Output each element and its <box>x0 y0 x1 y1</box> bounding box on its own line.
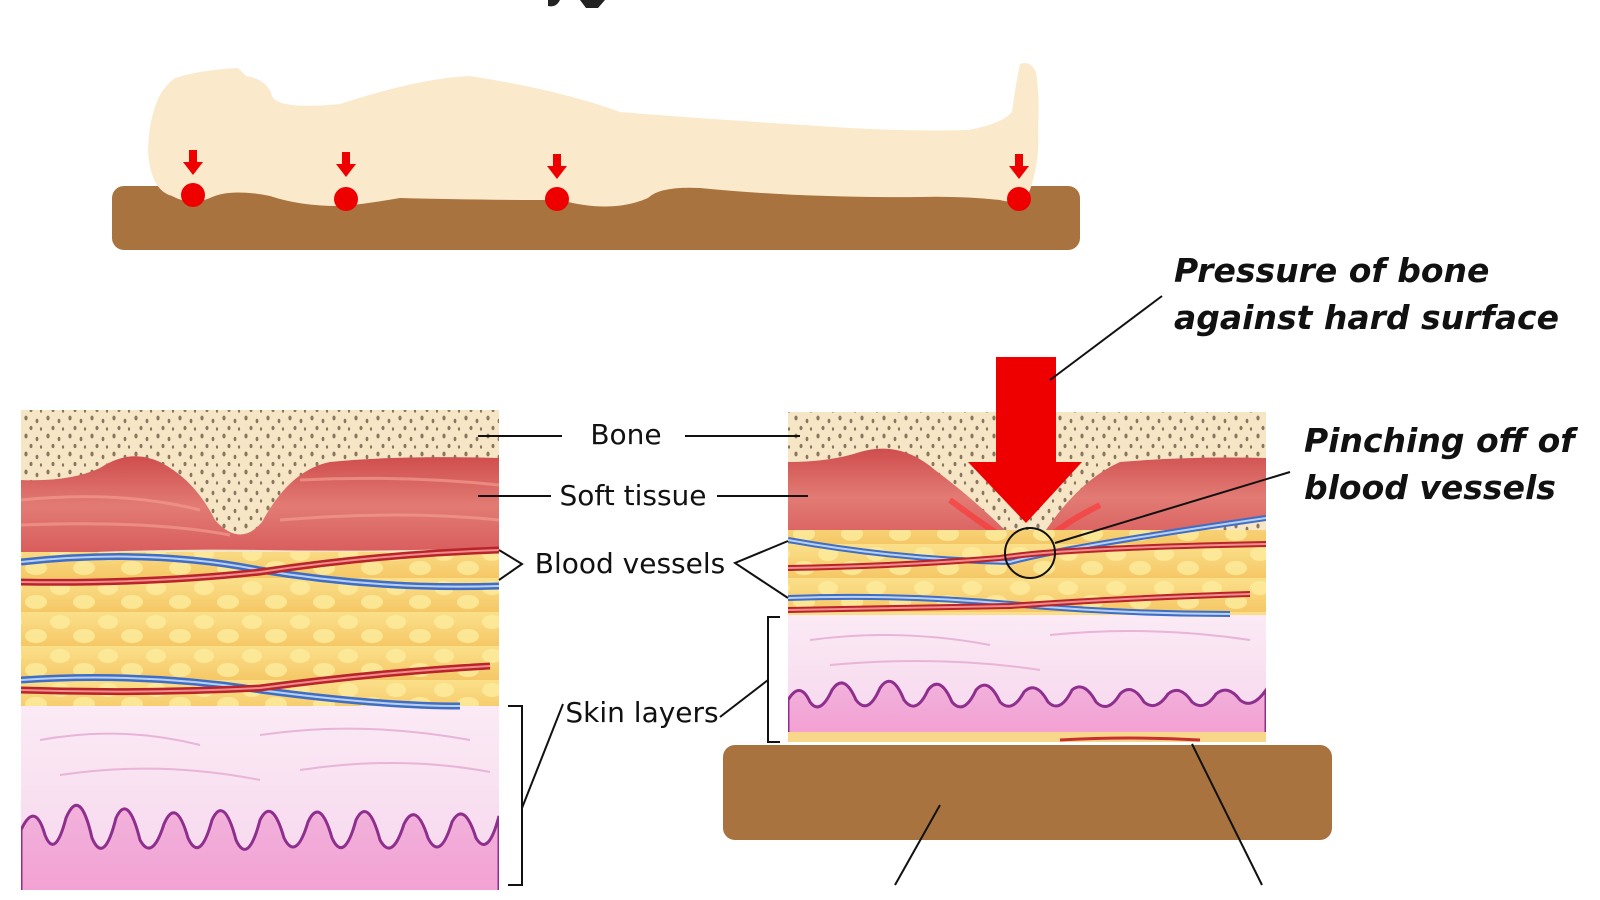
pressure-point-shoulder <box>334 152 358 211</box>
label-bone: Bone <box>590 418 661 451</box>
label-skin-layers: Skin layers <box>565 696 718 729</box>
pressure-point-hip <box>545 154 569 211</box>
pinch-indicator-circle <box>1004 527 1056 579</box>
pressure-point-head <box>181 150 205 207</box>
callout-pressure-line1: Pressure of bone <box>1174 251 1489 290</box>
label-blood-vessels: Blood vessels <box>535 547 726 580</box>
hard-surface <box>723 745 1332 840</box>
normal-tissue-cross-section <box>21 410 499 890</box>
callout-pinching-line2: blood vessels <box>1304 468 1556 507</box>
title-fragment <box>548 0 605 8</box>
lying-patient-illustration <box>112 63 1080 250</box>
dermis-wave <box>21 804 499 890</box>
leader-lines <box>478 295 1291 886</box>
pressure-arrow <box>968 357 1082 523</box>
dermis-wave-compressed <box>788 679 1266 737</box>
soft-tissue-layer <box>21 456 499 556</box>
body-silhouette <box>148 63 1039 207</box>
compressed-tissue-cross-section <box>788 412 1266 742</box>
label-soft-tissue: Soft tissue <box>559 479 706 512</box>
soft-tissue-compressed <box>788 448 1266 547</box>
pressure-point-heel <box>1007 154 1031 211</box>
callout-pressure-line2: against hard surface <box>1174 298 1559 337</box>
callout-pinching-line1: Pinching off of <box>1304 421 1578 460</box>
